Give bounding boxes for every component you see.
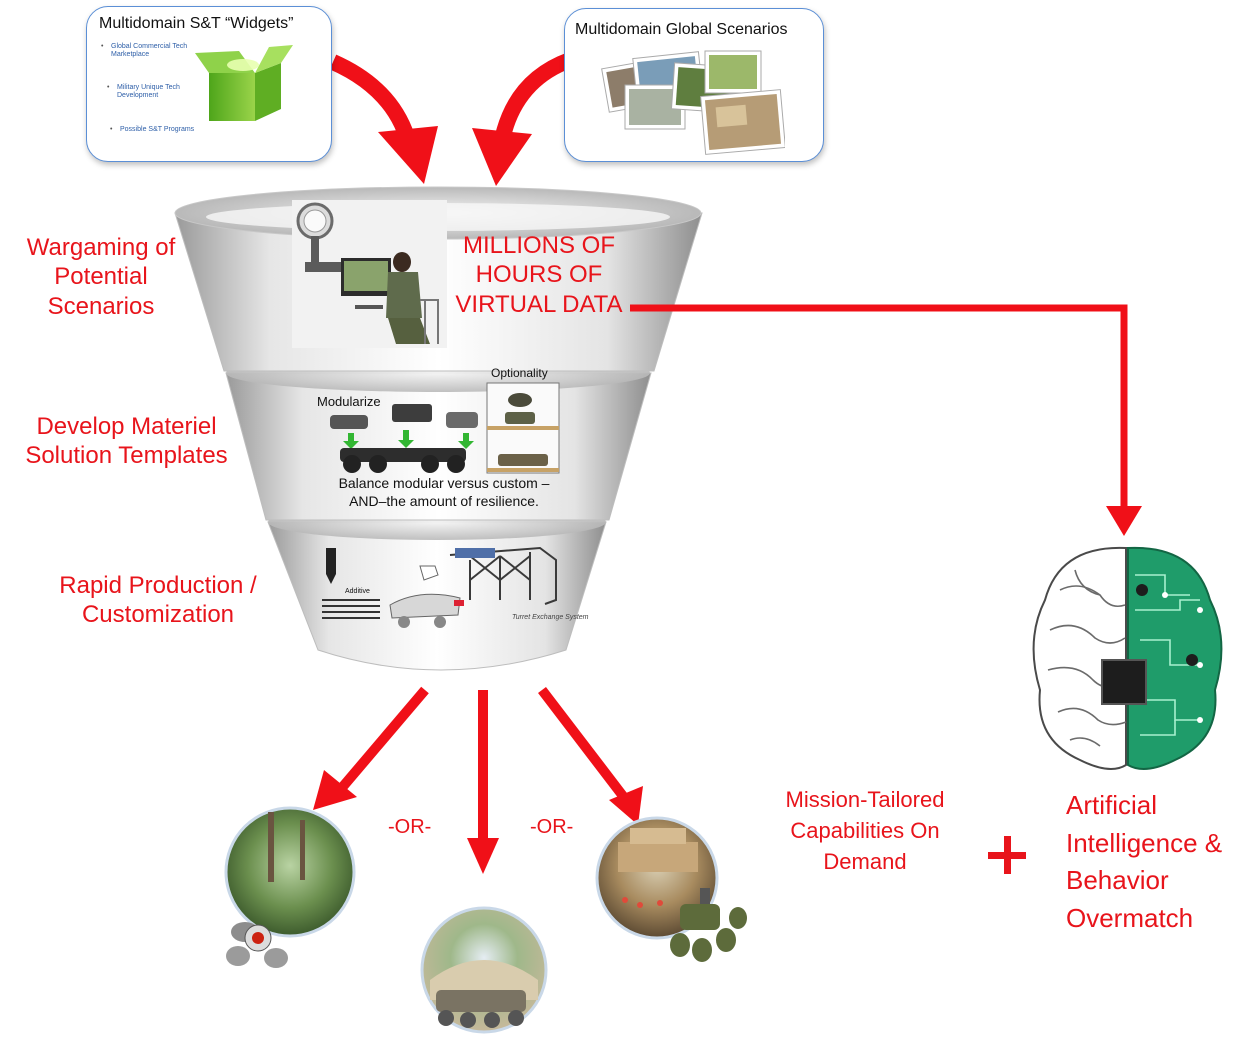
stage-label-materiel: Develop Materiel Solution Templates <box>25 413 228 470</box>
urban-robot-image <box>595 816 747 962</box>
output-arrows <box>313 686 643 874</box>
additive-label: Additive <box>345 588 370 595</box>
widgets-box: Multidomain S&T “Widgets” Global Commerc… <box>86 6 332 162</box>
ai-brain-image <box>1032 546 1223 770</box>
bullet-military: Military Unique Tech Development <box>107 84 212 100</box>
scenarios-box-title: Multidomain Global Scenarios <box>575 21 788 38</box>
turret-exchange-label: Turret Exchange System <box>512 614 589 621</box>
virtual-data-label: MILLIONS OF HOURS OF VIRTUAL DATA <box>455 232 623 318</box>
or-label-right: -OR- <box>530 816 574 838</box>
bullet-programs: Possible S&T Programs <box>110 126 194 134</box>
photo-stack-icon <box>601 50 785 155</box>
input-arrows <box>329 52 573 186</box>
plus-sign <box>988 836 1026 874</box>
resilience-caption: Balance modular versus custom –AND–the a… <box>338 475 550 510</box>
optionality-label: Optionality <box>491 366 548 380</box>
scenarios-box: Multidomain Global Scenarios <box>564 8 824 162</box>
modular-vehicles-image <box>330 382 560 474</box>
modularize-label: Modularize <box>317 394 381 409</box>
stage-label-production: Rapid Production / Customization <box>59 572 257 629</box>
desert-vehicle-image <box>420 906 548 1034</box>
ai-connector-arrow <box>630 304 1142 536</box>
green-box-icon <box>195 45 293 121</box>
widgets-box-title: Multidomain S&T “Widgets” <box>99 15 294 32</box>
soldier-computer-image <box>292 200 447 348</box>
rapid-production-image <box>322 546 557 628</box>
stage-label-wargaming: Wargaming of Potential Scenarios <box>26 234 176 320</box>
mission-tailored-label: Mission-Tailored Capabilities On Demand <box>785 787 945 874</box>
bullet-commercial: Global Commercial Tech Marketplace <box>101 43 216 59</box>
ai-behavior-label: Artificial Intelligence & Behavior Overm… <box>1066 790 1223 934</box>
or-label-left: -OR- <box>388 816 432 838</box>
swamp-robot-image <box>224 806 356 968</box>
